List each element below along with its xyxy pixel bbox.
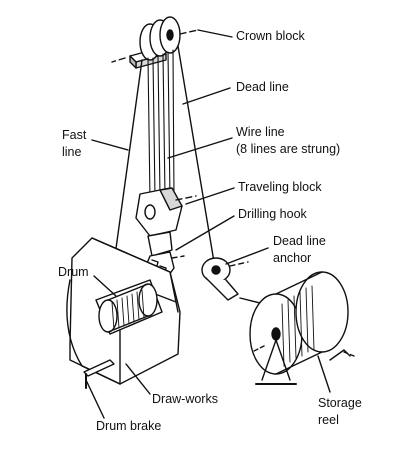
traveling-block [135,187,197,237]
draw-works-leader [125,363,151,395]
label-wire-line-2: (8 lines are strung) [236,142,341,156]
drum [98,283,158,333]
crown-block [111,16,233,69]
wire-line-leader [167,137,233,159]
traveling-block-leader [185,187,235,205]
dead-line-anchor [201,257,249,301]
label-storage-reel-1: Storage [318,396,362,410]
storage-reel-leader [317,355,331,393]
label-dead-line-anchor-2: anchor [273,251,312,265]
label-drilling-hook: Drilling hook [238,207,307,221]
label-traveling-block: Traveling block [238,180,322,194]
dead-line [177,45,215,263]
label-dead-line: Dead line [236,80,289,94]
dead-line-anchor-leader [225,247,269,265]
label-draw-works: Draw-works [152,392,218,406]
label-drum-brake: Drum brake [96,419,162,433]
label-wire-line-1: Wire line [236,125,285,139]
label-fast-line-1: Fast [62,128,87,142]
label-fast-line-2: line [62,145,82,159]
label-drum: Drum [58,265,89,279]
drum-brake-leader [85,379,105,419]
label-crown-block: Crown block [236,29,305,43]
wire-lines [147,49,175,201]
fast-line-leader [91,139,129,151]
drum-leader [93,275,117,297]
drilling-hook-leader [175,215,235,251]
storage-reel [249,271,355,385]
dead-line-leader [182,87,231,105]
label-storage-reel-2: reel [318,413,339,427]
label-dead-line-anchor-1: Dead line [273,234,326,248]
